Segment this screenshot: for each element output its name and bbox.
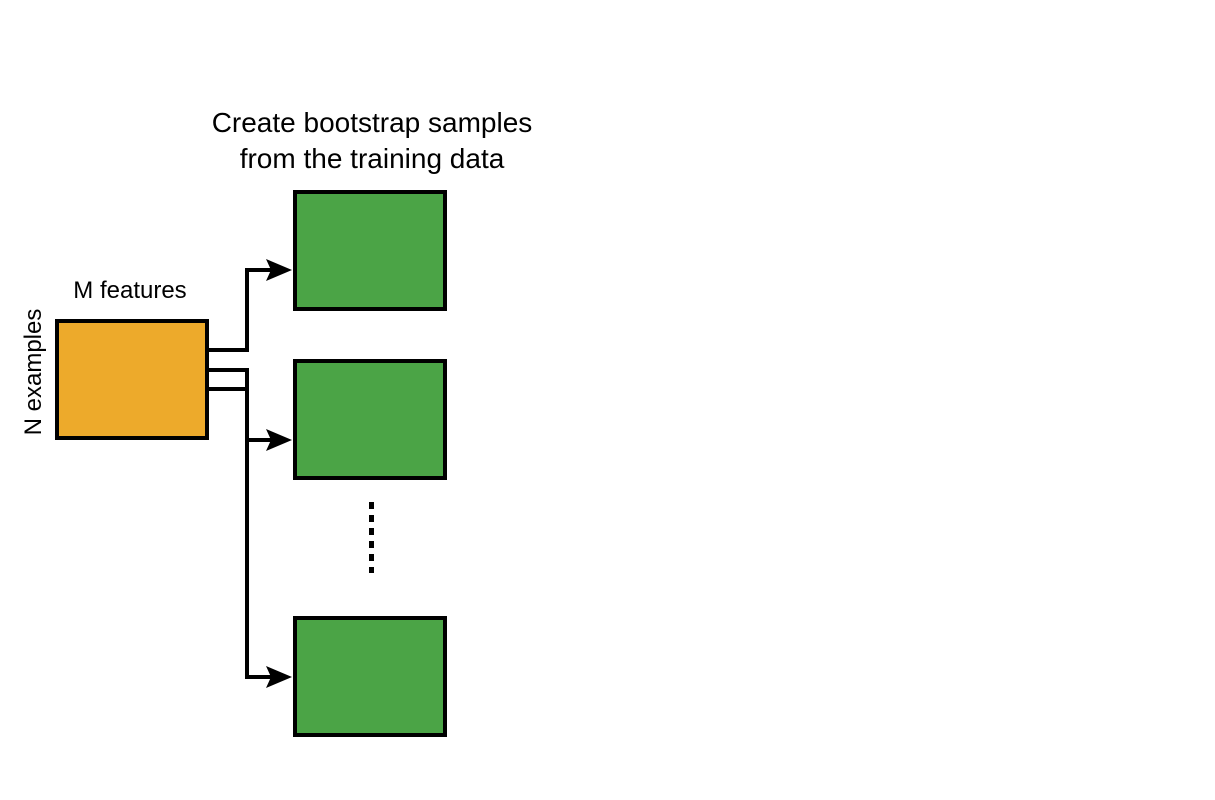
features-label: M features [73,277,186,304]
ellipsis-dot [369,515,374,522]
connector-to-sample-2 [207,368,272,442]
ellipsis-dot [369,554,374,561]
connector-to-sample-1 [207,268,272,352]
training-data-box [55,319,209,440]
bootstrap-sample-n [293,616,447,737]
vertical-ellipsis [369,502,374,573]
title-line-2: from the training data [240,143,505,174]
ellipsis-dot [369,502,374,509]
ellipsis-dot [369,541,374,548]
ellipsis-dot [369,528,374,535]
examples-label: N examples [20,309,47,436]
bootstrap-sample-1 [293,190,447,311]
ellipsis-dot [369,567,374,573]
arrowhead-sample-2 [266,429,292,451]
title-line-1: Create bootstrap samples [212,107,533,138]
arrowhead-sample-n [266,666,292,688]
arrowhead-sample-1 [266,259,292,281]
bootstrap-sample-2 [293,359,447,480]
connector-to-sample-n [207,387,272,679]
